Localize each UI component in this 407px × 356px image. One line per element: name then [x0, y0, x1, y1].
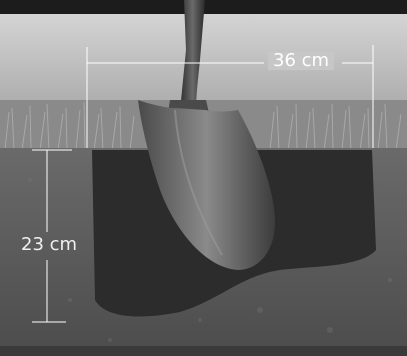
- depth-label: 23 cm: [19, 236, 79, 254]
- bottom-strip: [0, 346, 407, 356]
- width-label: 36 cm: [268, 52, 334, 70]
- sky-background: [0, 14, 407, 114]
